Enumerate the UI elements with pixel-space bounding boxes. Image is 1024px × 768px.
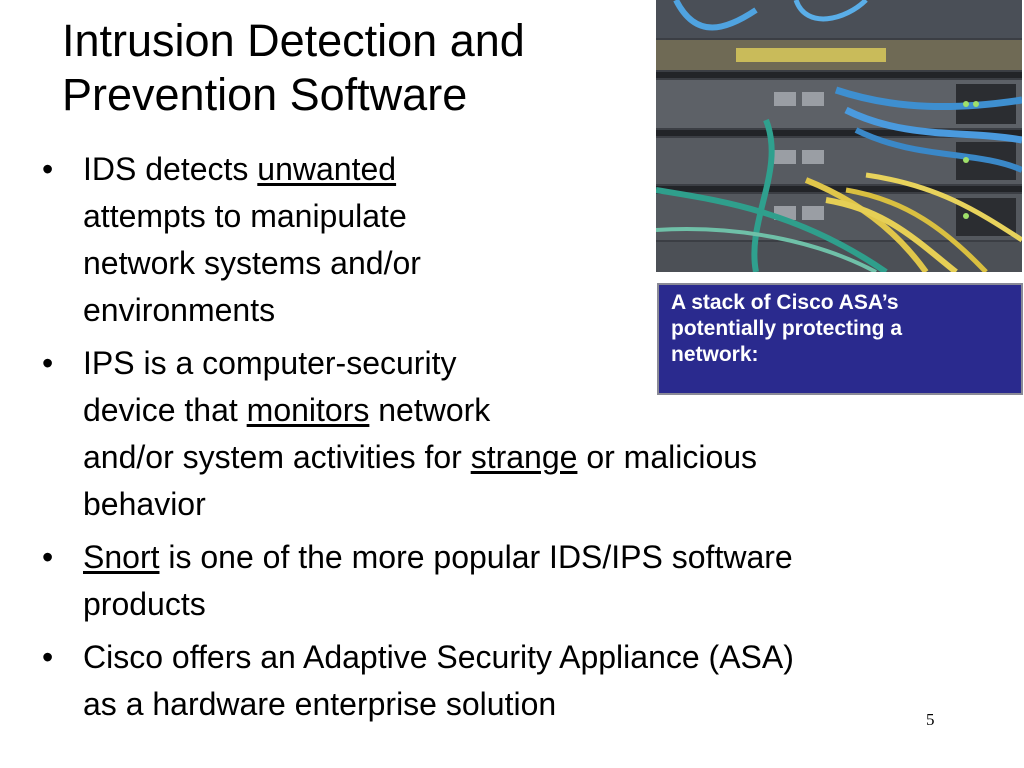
underlined-term: Snort — [83, 539, 160, 575]
bullet-marker: • — [42, 151, 54, 187]
bullet-item: • Snort is one of the more popular IDS/IP… — [42, 534, 1002, 628]
bullet-line: IDS detects unwanted — [83, 146, 1002, 193]
underlined-term: unwanted — [257, 151, 397, 187]
bullet-line: attempts to manipulate — [83, 193, 1002, 240]
slide-title: Intrusion Detection and Prevention Softw… — [62, 14, 642, 122]
bullet-item: • Cisco offers an Adaptive Security Appli… — [42, 634, 1002, 728]
bullet-line: Snort is one of the more popular IDS/IPS… — [83, 534, 1002, 581]
bullet-text: products — [83, 586, 206, 622]
bullet-line: as a hardware enterprise solution — [83, 681, 1002, 728]
bullet-marker: • — [42, 539, 54, 575]
bullet-text: IPS is a computer-security — [83, 345, 457, 381]
slide-number: 5 — [926, 710, 935, 729]
bullet-line: environments — [83, 287, 1002, 334]
bullet-text: or malicious — [577, 439, 758, 475]
bullet-text: as a hardware enterprise solution — [83, 686, 557, 722]
cisco-asa-rack-photo — [656, 0, 1022, 272]
bullet-text: network systems and/or — [83, 245, 421, 281]
bullet-text: attempts to manipulate — [83, 198, 407, 234]
bullet-list: • IDS detects unwanted attempts to manipul… — [42, 146, 1002, 734]
underlined-term: monitors — [246, 392, 370, 428]
underlined-term: strange — [470, 439, 578, 475]
slide-title-line-1: Intrusion Detection and — [62, 15, 525, 66]
bullet-line: behavior — [83, 481, 1002, 528]
bullet-text: network — [369, 392, 491, 428]
bullet-line: Cisco offers an Adaptive Security Applia… — [83, 634, 1002, 681]
bullet-text: IDS detects — [83, 151, 258, 187]
bullet-text: is one of the more popular IDS/IPS softw… — [159, 539, 793, 575]
bullet-item: • IDS detects unwanted attempts to manipul… — [42, 146, 1002, 334]
bullet-line: products — [83, 581, 1002, 628]
bullet-text: and/or system activities for — [83, 439, 471, 475]
bullet-line: network systems and/or — [83, 240, 1002, 287]
bullet-text: environments — [83, 292, 276, 328]
slide-title-line-2: Prevention Software — [62, 69, 468, 120]
bullet-line: device that monitors network — [83, 387, 1002, 434]
bullet-line: IPS is a computer-security — [83, 340, 1002, 387]
bullet-text: device that — [83, 392, 247, 428]
bullet-text: behavior — [83, 486, 206, 522]
caption-line-3: network: — [671, 343, 759, 366]
photo-caption-box: A stack of Cisco ASA’s potentially prote… — [657, 283, 1023, 395]
bullet-line: and/or system activities for strange or … — [83, 434, 1002, 481]
bullet-marker: • — [42, 345, 54, 381]
caption-line-1: A stack of Cisco ASA’s — [671, 291, 899, 314]
bullet-marker: • — [42, 639, 54, 675]
bullet-text: Cisco offers an Adaptive Security Applia… — [83, 639, 794, 675]
caption-line-2: potentially protecting a — [671, 317, 903, 340]
bullet-item: • IPS is a computer-security device that m… — [42, 340, 1002, 528]
